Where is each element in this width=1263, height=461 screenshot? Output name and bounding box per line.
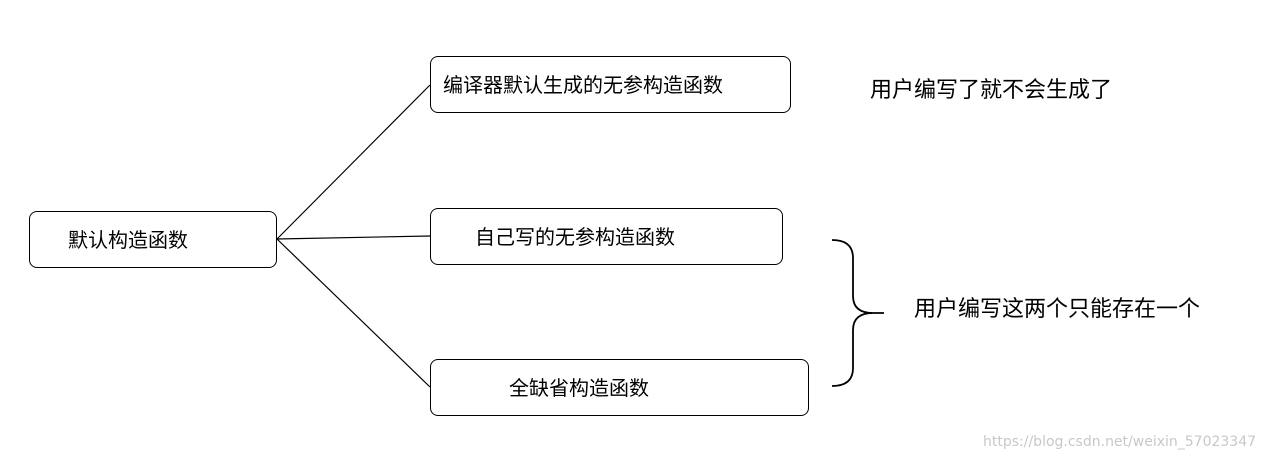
connector-line-3 xyxy=(276,238,431,388)
note-bracket: 用户编写这两个只能存在一个 xyxy=(914,297,1201,322)
branch-node-full-default: 全缺省构造函数 xyxy=(430,359,809,416)
note-top: 用户编写了就不会生成了 xyxy=(870,78,1113,103)
connector-line-1 xyxy=(276,84,431,240)
watermark: https://blog.csdn.net/weixin_57023347 xyxy=(983,434,1257,450)
branch-label-compiler-default: 编译器默认生成的无参构造函数 xyxy=(443,72,723,97)
root-label: 默认构造函数 xyxy=(68,227,188,252)
branch-node-user-written: 自己写的无参构造函数 xyxy=(430,208,783,265)
connector-line-2 xyxy=(276,235,431,240)
root-node: 默认构造函数 xyxy=(29,211,277,268)
branch-label-user-written: 自己写的无参构造函数 xyxy=(475,224,675,249)
curly-brace xyxy=(831,239,884,387)
branch-node-compiler-default: 编译器默认生成的无参构造函数 xyxy=(430,56,791,113)
branch-label-full-default: 全缺省构造函数 xyxy=(509,375,649,400)
